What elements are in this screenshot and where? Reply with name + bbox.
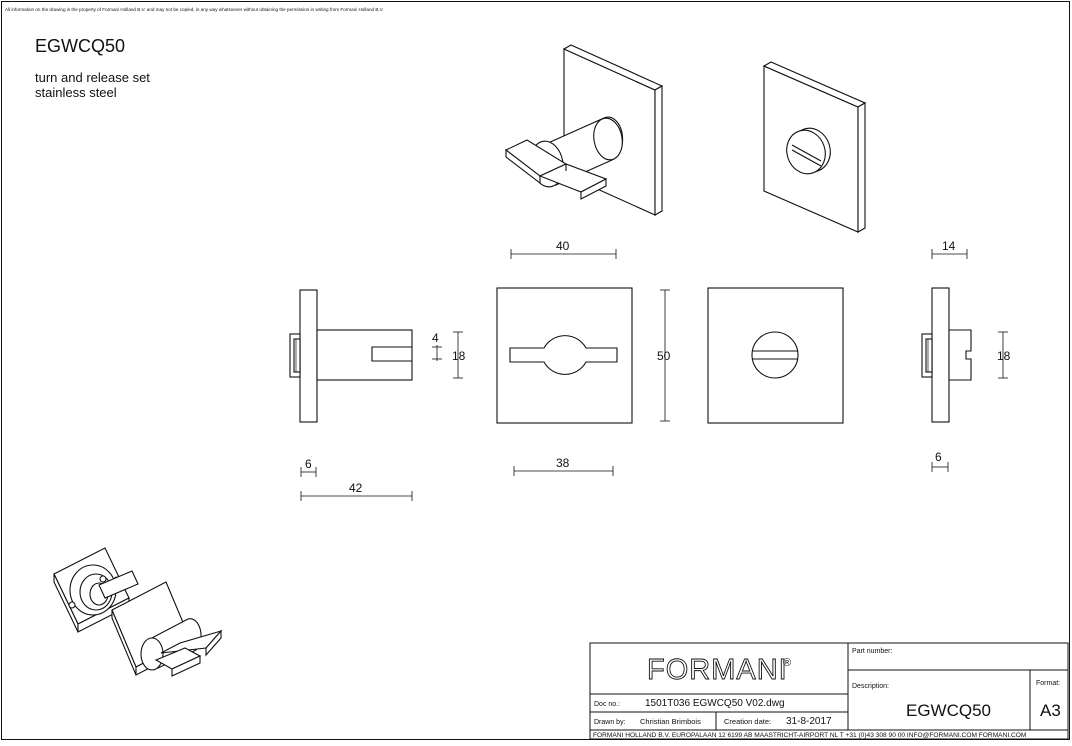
doc-no-label: Doc no.: [594,701,620,708]
product-code: EGWCQ50 [35,36,125,56]
side-view-right [921,287,972,423]
dim-6-right: 6 [935,450,942,464]
title-block [589,642,1069,740]
dimension-lines [300,249,1008,501]
doc-no-value: 1501T036 EGWCQ50 V02.dwg [645,698,785,709]
iso-turn-piece [504,44,664,216]
dimension-labels: 40 14 4 18 50 18 6 42 38 6 [305,239,1011,495]
logo-registered-mark: ® [783,657,791,669]
dim-42: 42 [349,481,363,495]
product-material: stainless steel [35,85,117,100]
dim-6-left: 6 [305,457,312,471]
iso-assembly [53,547,223,677]
drawn-by-value: Christian Brimbois [640,717,701,726]
dim-38: 38 [556,456,570,470]
dim-40: 40 [556,239,570,253]
dim-18-left: 18 [452,349,466,363]
company-footer: FORMANI HOLLAND B.V. EUROPALAAN 12 6199 … [593,732,1026,739]
part-number-label: Part number: [852,648,893,655]
creation-date-label: Creation date: [724,717,771,726]
format-label: Format: [1036,680,1060,687]
front-view-turn [496,287,633,424]
dim-50: 50 [657,349,671,363]
dim-18-right: 18 [997,349,1011,363]
front-view-release [707,287,844,424]
description-value: EGWCQ50 [906,701,991,720]
description-label: Description: [852,683,889,690]
creation-date-value: 31-8-2017 [786,716,832,727]
drawn-by-label: Drawn by: [594,719,626,726]
dim-4: 4 [432,331,439,345]
side-view-left [289,289,413,423]
product-type: turn and release set [35,70,150,85]
format-value: A3 [1040,701,1061,720]
copyright-notice: All information on the drawing is the pr… [5,7,384,12]
iso-release-piece [762,61,867,233]
dim-14: 14 [942,239,956,253]
formani-logo: FORMANI [647,654,788,686]
